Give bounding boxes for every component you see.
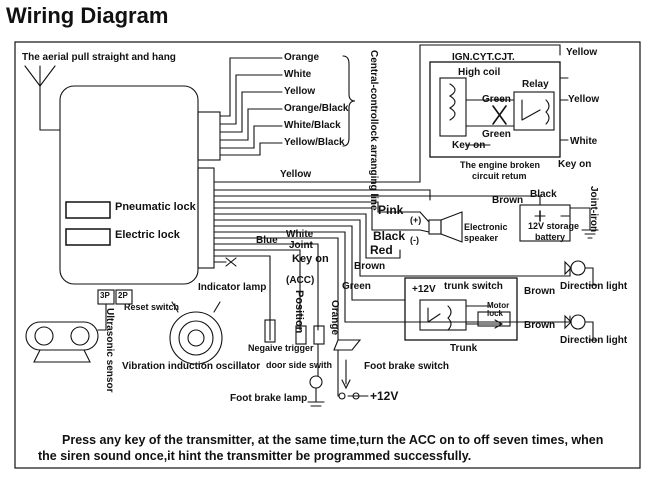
speaker-label-1: Electronic	[464, 222, 508, 232]
control-unit-box	[59, 85, 199, 285]
speaker-box	[428, 219, 442, 235]
wire-label-white: White	[284, 69, 312, 80]
speaker-label-2: speaker	[464, 233, 499, 243]
ign-yellow-right: Yellow	[568, 94, 600, 105]
door-switch-label: door side swith	[266, 360, 333, 370]
battery-box	[519, 204, 571, 242]
foot-brake-lamp-label: Foot brake lamp	[230, 393, 308, 404]
ign-white-right: White	[570, 136, 598, 147]
electric-lock-connector	[65, 228, 111, 246]
pink-wire-label: Pink	[378, 203, 404, 217]
ign-yellow-top: Yellow	[566, 47, 598, 58]
brown-wire-label-3: Brown	[524, 286, 556, 297]
green-wire-label: Green	[342, 281, 371, 292]
indicator-lamp-icon	[213, 257, 237, 267]
brown-wire-label-1: Brown	[492, 195, 524, 206]
negative-trigger-label: Negaive trigger	[248, 343, 314, 353]
minus-sign: (-)	[410, 235, 419, 245]
pneumatic-lock-label: Pneumatic lock	[115, 201, 196, 213]
plus-sign: (+)	[410, 215, 422, 225]
connector-3p-label: 3P	[100, 291, 110, 300]
page-title: Wiring Diagram	[6, 3, 169, 28]
ultrasonic-sensor-icon	[25, 303, 107, 363]
foot-brake-pedal-icon	[333, 339, 362, 351]
battery-label-2: battery	[535, 232, 566, 242]
yellow-wire-label: Yellow	[280, 169, 312, 180]
motor-lock-box	[477, 311, 511, 327]
blue-wire-label: Blue	[256, 235, 278, 246]
battery-label-1: 12V storage	[528, 221, 580, 231]
relay-box	[513, 91, 555, 131]
trunk-box	[404, 277, 518, 341]
ignition-relay-box	[429, 61, 561, 158]
diagram-frame	[14, 41, 641, 469]
reset-switch-label: Reset switch	[124, 302, 180, 312]
ultrasonic-sensor-label: Ultrasonic sensor	[104, 308, 115, 393]
high-coil-box	[439, 77, 467, 137]
wire-label-yellow-black: Yellow/Black	[284, 137, 345, 148]
plus-12v-label: +12V	[370, 389, 399, 403]
ground-icon	[569, 207, 599, 239]
foot-brake-lamp-icon	[309, 375, 323, 389]
orange-wire-label: Orange	[329, 300, 340, 336]
black-wire-label: Black	[530, 189, 557, 200]
direction-light-icon-upper	[564, 260, 598, 286]
red-wire-label: Red	[370, 243, 393, 257]
lower-connector	[197, 167, 215, 269]
ign-label: IGN.CYT.CJT.	[452, 52, 515, 63]
upper-connector	[197, 111, 221, 161]
scissors-icon	[492, 105, 507, 125]
key-on-acc-label-2: (ACC)	[286, 275, 315, 286]
high-coil-label: High coil	[458, 67, 501, 78]
door-switch-icon	[295, 325, 307, 345]
circuit-return-label: circuit retum	[472, 171, 527, 181]
note-line-2: the siren sound once,it hint the transmi…	[38, 449, 472, 463]
green-label-2: Green	[482, 129, 511, 140]
wire-label-yellow: Yellow	[284, 86, 316, 97]
antenna-label: The aerial pull straight and hang	[22, 52, 176, 63]
connector-2p-label: 2P	[118, 291, 128, 300]
speaker-icon	[440, 211, 463, 243]
trunk-label: Trunk	[450, 343, 478, 354]
arranging-brace	[342, 55, 356, 147]
pneumatic-lock-connector	[65, 201, 111, 219]
direction-light-icon-lower	[564, 314, 598, 341]
central-lock-label: Central-controllock arranging line	[368, 50, 379, 211]
vibration-label: Vibration induction oscillator	[122, 361, 261, 372]
key-on-outer: Key on	[558, 159, 592, 170]
brown-wire-label-4: Brown	[524, 320, 556, 331]
door-switch-icon-2	[313, 325, 325, 345]
negative-trigger-icon	[264, 319, 276, 343]
engine-broken-label: The engine broken	[460, 160, 541, 170]
white-joint-label-1: White	[286, 229, 314, 240]
direction-light-label-1: Direction light	[560, 281, 628, 292]
brown-wire-label-2: Brown	[354, 261, 386, 272]
wire-label-white-black: White/Black	[284, 120, 341, 131]
trunk-relay	[419, 299, 467, 331]
electric-lock-label: Electric lock	[115, 229, 180, 241]
antenna-icon	[24, 65, 61, 131]
key-on-acc-label-1: Key on	[292, 253, 329, 265]
joint-iron-label: Joint-iron	[588, 186, 599, 233]
wire-label-orange: Orange	[284, 52, 320, 63]
foot-brake-switch-label: Foot brake switch	[364, 361, 450, 372]
connector-2p	[115, 289, 133, 305]
indicator-lamp-label: Indicator lamp	[198, 282, 267, 293]
vibration-oscillator-icon	[169, 301, 223, 365]
lock-label: lock	[487, 309, 504, 318]
trunk-switch-label: trunk switch	[444, 281, 503, 292]
note-line-1: Press any key of the transmitter, at the…	[62, 433, 604, 447]
motor-label: Motor	[487, 301, 510, 310]
key-on-inner: Key on	[452, 140, 486, 151]
trunk-plus12v: +12V	[412, 284, 436, 295]
direction-light-label-2: Direction light	[560, 335, 628, 346]
relay-label: Relay	[522, 79, 549, 90]
green-label-1: Green	[482, 94, 511, 105]
wire-label-orange-black: Orange/Black	[284, 103, 349, 114]
white-joint-label-2: Joint	[289, 240, 313, 251]
black-wire-label-siren: Black	[373, 229, 406, 243]
position-label: Position	[293, 290, 305, 334]
